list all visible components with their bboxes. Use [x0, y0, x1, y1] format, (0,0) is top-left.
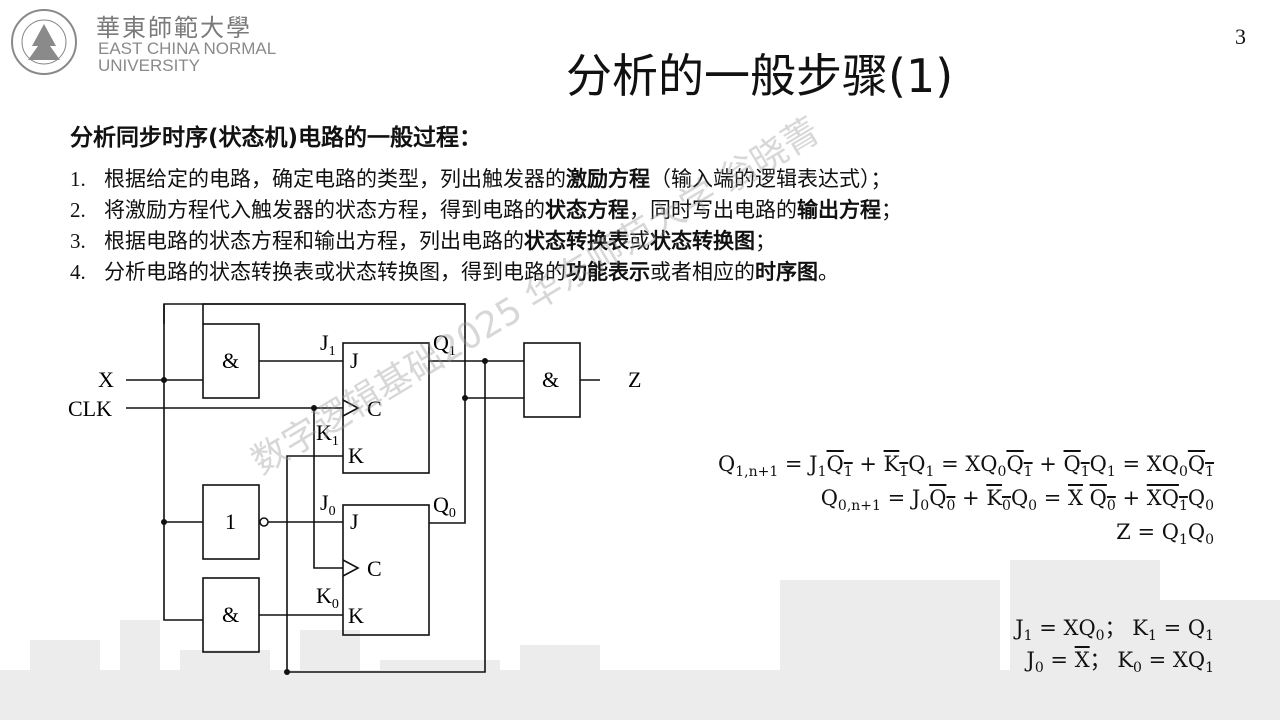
excitation-equation-1: J1 = XQ0； K1 = Q1: [1015, 616, 1214, 645]
step-item: 4.分析电路的状态转换表或状态转换图，得到电路的功能表示或者相应的时序图。: [70, 260, 839, 284]
section-heading: 分析同步时序(状态机)电路的一般过程：: [70, 125, 483, 151]
and-gate-bottom-label: &: [222, 602, 239, 627]
input-clk-label: CLK: [68, 396, 112, 421]
output-z-label: Z: [628, 367, 641, 392]
ff1-j-pin: J: [350, 348, 359, 373]
not-gate-label: 1: [225, 509, 236, 534]
wire-label-q0: Q0: [433, 492, 456, 521]
ff0-j-pin: J: [350, 509, 359, 534]
wire-label-j0: J0: [320, 490, 336, 519]
state-equation-q0: Q0,n+1 = J0Q0 + K0Q0 = X Q0 + XQ1Q0: [820, 486, 1214, 515]
ff0-c-pin: C: [367, 556, 382, 581]
output-equation-z: Z = Q1Q0: [1116, 520, 1214, 549]
flip-flop-0: [342, 504, 430, 636]
ff1-c-pin: C: [367, 396, 382, 421]
state-equation-q1: Q1,n+1 = J1Q1 + K1Q1 = XQ0Q1 + Q1Q1 = XQ…: [718, 452, 1214, 481]
page-number: 3: [1235, 24, 1246, 49]
slide-title: 分析的一般步骤(1): [566, 49, 954, 103]
wire-label-k0: K0: [316, 583, 339, 612]
step-item: 2.将激励方程代入触发器的状态方程，得到电路的状态方程，同时写出电路的输出方程；: [70, 198, 902, 222]
wire-label-j1: J1: [320, 330, 336, 359]
ff0-k-pin: K: [348, 603, 364, 628]
university-seal-icon: [11, 9, 77, 75]
step-item: 1.根据给定的电路，确定电路的类型，列出触发器的激励方程（输入端的逻辑表达式）；: [70, 167, 892, 191]
logo-chinese-name: 華東師範大學: [96, 14, 252, 42]
and-gate-top-label: &: [222, 348, 239, 373]
sequential-circuit-diagram: & 1 & & X CLK Z J C K J C K J1 K1 Q1 J0 …: [68, 303, 641, 675]
wire-label-q1: Q1: [433, 330, 456, 359]
campus-buildings-background: [0, 560, 1280, 720]
ff1-k-pin: K: [348, 443, 364, 468]
step-list: 1.根据给定的电路，确定电路的类型，列出触发器的激励方程（输入端的逻辑表达式）；…: [70, 164, 902, 288]
logo-english-name-line1: EAST CHINA NORMAL: [98, 39, 277, 58]
step-item: 3.根据电路的状态方程和输出方程，列出电路的状态转换表或状态转换图；: [70, 229, 776, 253]
wire-label-k1: K1: [316, 420, 339, 449]
logo-english-name-line2: UNIVERSITY: [98, 56, 201, 75]
excitation-equation-0: J0 = X； K0 = XQ1: [1026, 648, 1214, 677]
input-x-label: X: [98, 367, 114, 392]
and-gate-output-label: &: [542, 367, 559, 392]
